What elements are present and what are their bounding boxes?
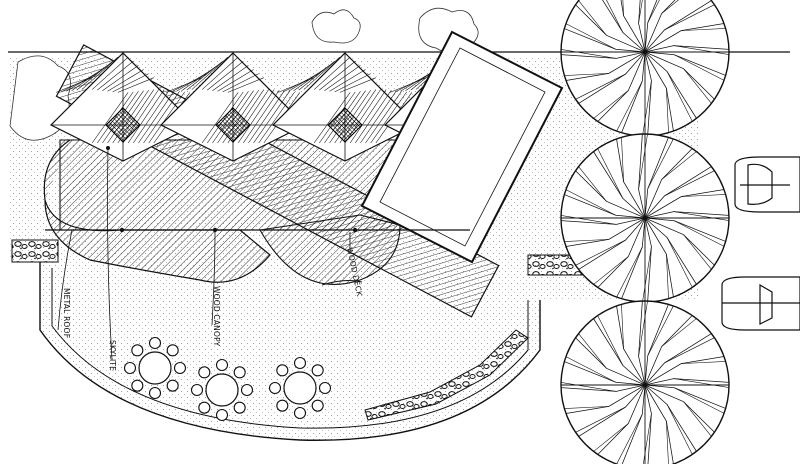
skylight (215, 107, 251, 143)
chair (123, 361, 137, 375)
chair (276, 364, 289, 377)
chair (215, 408, 229, 422)
curved-site-wall (39, 262, 541, 441)
leader-lines (57, 147, 351, 361)
chair (131, 379, 144, 392)
chair (215, 358, 229, 372)
chair (240, 383, 254, 397)
chair (166, 344, 179, 357)
tables (123, 336, 332, 422)
skylight (105, 107, 141, 143)
roof-module (159, 52, 307, 162)
stair-tower-inner (379, 47, 546, 247)
street-tree (560, 0, 730, 137)
parked-car-2 (721, 276, 800, 331)
chair (198, 366, 211, 379)
chair (311, 399, 324, 412)
chair (166, 379, 179, 392)
chair (293, 406, 307, 420)
round-table (123, 336, 187, 400)
roof-module (49, 52, 197, 162)
chair (293, 356, 307, 370)
chair (131, 344, 144, 357)
street-tree (560, 300, 730, 464)
inner-site-wall (51, 268, 529, 429)
shrub-outlines (9, 7, 479, 141)
wood-deck (259, 214, 401, 285)
chair (148, 386, 162, 400)
label-metal-roof: METAL ROOF (62, 288, 71, 338)
metal-roof-lobe (43, 139, 271, 283)
skylight (327, 107, 363, 143)
chair (190, 383, 204, 397)
street-tree (560, 133, 730, 303)
chair (148, 336, 162, 350)
chair (198, 401, 211, 414)
stone-wall-left (11, 239, 59, 263)
label-wood-canopy: WOOD CANOPY (212, 286, 221, 347)
chair (268, 381, 282, 395)
deck-step (321, 280, 363, 286)
stair-tower (360, 30, 564, 264)
street-trees (560, 0, 730, 464)
beam-posts (106, 146, 358, 233)
chair (173, 361, 187, 375)
chair (276, 399, 289, 412)
chair (233, 401, 246, 414)
label-skylite: SKYLITE (108, 340, 117, 371)
stone-seat-wall (364, 329, 529, 421)
parked-car-1 (734, 156, 800, 213)
round-table (190, 358, 254, 422)
chair (233, 366, 246, 379)
chair (311, 364, 324, 377)
roof-module (271, 52, 419, 162)
chair (318, 381, 332, 395)
round-table (268, 356, 332, 420)
